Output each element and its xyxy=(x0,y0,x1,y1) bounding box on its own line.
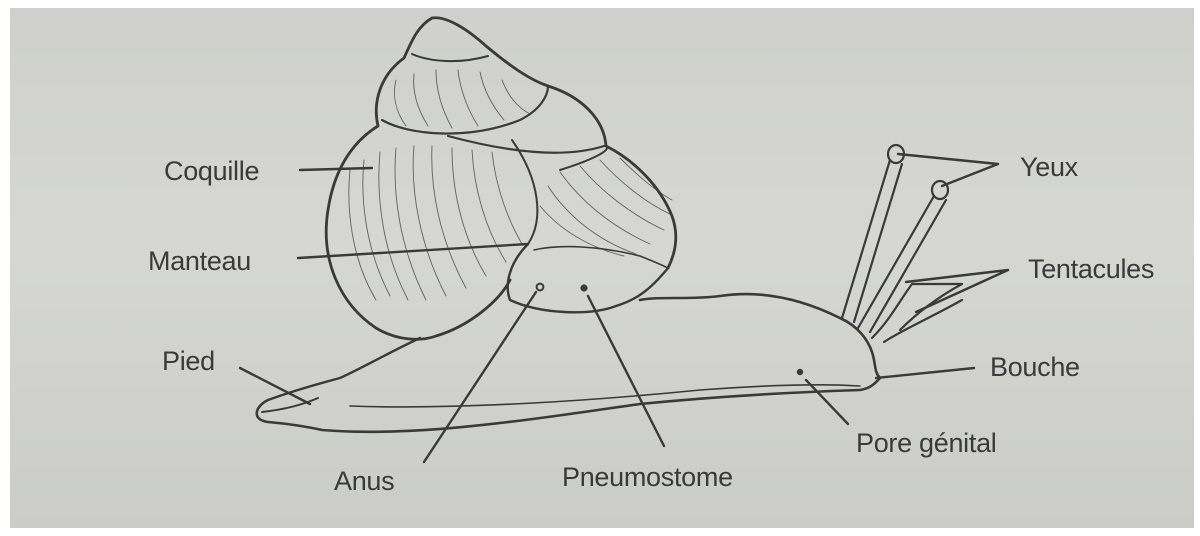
label-pore-genital: Pore génital xyxy=(856,430,997,457)
snail-foot-upper xyxy=(268,338,420,400)
snail-foot xyxy=(257,378,880,432)
leader-bouche xyxy=(876,368,974,378)
label-tentacules: Tentacules xyxy=(1028,256,1154,283)
shell-whorl-3 xyxy=(448,136,604,153)
label-pied: Pied xyxy=(162,348,215,375)
shell-inner-lip xyxy=(512,140,537,244)
label-anus: Anus xyxy=(334,468,394,495)
leader-yeux xyxy=(898,154,998,186)
label-manteau: Manteau xyxy=(148,248,251,275)
label-coquille: Coquille xyxy=(164,158,259,185)
eye-tentacle-1 xyxy=(842,160,902,322)
mantle-inner xyxy=(534,247,668,268)
label-yeux: Yeux xyxy=(1020,154,1078,181)
leader-coquille xyxy=(300,168,372,170)
label-bouche: Bouche xyxy=(990,354,1080,381)
anus-dot xyxy=(537,284,544,291)
mantle-collar xyxy=(508,244,668,312)
leader-tentacules xyxy=(906,270,1008,312)
label-pneumostome: Pneumostome xyxy=(562,464,733,491)
pneumostome-dot xyxy=(580,284,587,291)
snail-diagram: Coquille Manteau Pied Anus Pneumostome Y… xyxy=(10,8,1194,528)
shell-hatching xyxy=(349,70,672,300)
shell-whorl-1 xyxy=(412,54,488,61)
leader-manteau xyxy=(298,244,528,258)
snail-neck xyxy=(640,294,880,378)
leader-anus xyxy=(424,292,536,462)
lower-tentacles xyxy=(872,284,962,342)
snail-sole-line xyxy=(350,385,860,407)
leader-pore-genital xyxy=(806,380,848,424)
leader-pneumostome xyxy=(588,296,664,446)
pore-genital-dot xyxy=(797,369,803,375)
